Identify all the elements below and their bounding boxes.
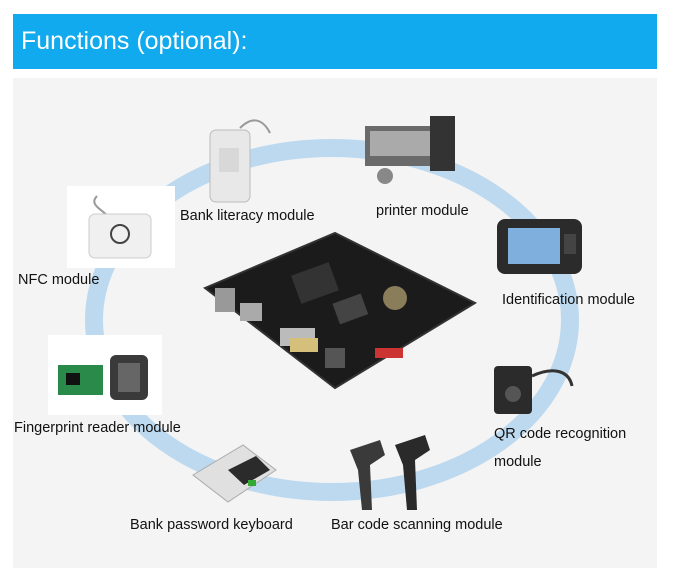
printer-label: printer module <box>376 203 469 219</box>
qr-label-line1: QR code recognition <box>494 426 627 442</box>
banner-title: Functions (optional): <box>21 27 248 55</box>
identification-label: Identification module <box>502 292 635 308</box>
card-reader-icon <box>205 108 275 208</box>
id-terminal-icon <box>492 204 590 284</box>
fingerprint-reader-icon <box>58 355 148 400</box>
nfc-label: NFC module <box>18 272 100 288</box>
nfc-thumb <box>67 186 175 268</box>
pin-pad-icon <box>188 440 280 510</box>
fingerprint-thumb <box>48 335 162 415</box>
nfc-reader-icon <box>88 195 152 259</box>
qr-label-line2: module <box>494 454 542 470</box>
barcode-label: Bar code scanning module <box>331 517 503 533</box>
fingerprint-label: Fingerprint reader module <box>14 420 181 436</box>
circuit-board-icon <box>203 231 478 390</box>
printer-icon <box>360 106 460 192</box>
bank-literacy-label: Bank literacy module <box>180 208 315 224</box>
qr-scanner-icon <box>484 346 580 426</box>
barcode-scanner-icon <box>340 430 445 516</box>
bank-keyboard-label: Bank password keyboard <box>130 517 293 533</box>
functions-banner: Functions (optional): <box>13 14 657 69</box>
